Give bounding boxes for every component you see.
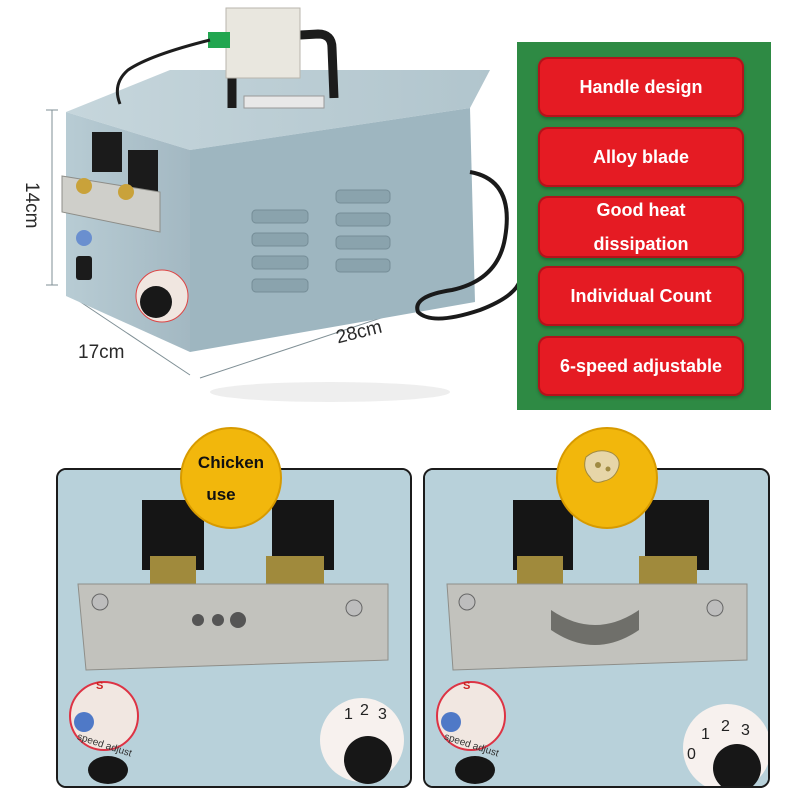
feature-badge-speed-adjustable: 6-speed adjustable [538,336,744,396]
dial-number: 0 [687,746,696,763]
dial-number: 2 [721,718,730,735]
depth-dimension-label: 17cm [78,342,125,363]
dial-number: 1 [344,706,353,723]
callout-line: use [206,485,236,504]
callout-line: Chicken [197,453,265,472]
feature-badge-individual-count: Individual Count [538,266,744,326]
feature-label: 6-speed adjustable [559,356,723,376]
feature-label: Individual Count [570,286,712,306]
meat-piece-icon [584,450,620,483]
dial-number: 3 [741,722,750,739]
feature-label: Good heat dissipation [593,200,689,254]
dial-number: 3 [378,706,387,723]
speed-mode-label: S [463,680,471,692]
product-photo: 14cm 17cm 28cm [0,0,522,420]
feature-label: Handle design [579,77,703,97]
feature-badge-handle-design: Handle design [538,57,744,117]
detail-photo-open: S speed adjust 0 1 2 3 [423,468,770,788]
feature-badge-heat-dissipation: Good heat dissipation [538,196,744,258]
dial-number: 1 [701,726,710,743]
feature-label: Alloy blade [592,147,690,167]
chicken-use-callout: Chicken use [180,427,282,529]
side-panel [190,108,475,352]
feature-badge-alloy-blade: Alloy blade [538,127,744,187]
machine-illustration [46,7,522,402]
speed-mode-label: S [96,680,104,692]
dial-number: 2 [360,702,369,719]
chicken-piece-callout [556,427,658,529]
feature-panel: Handle design Alloy blade Good heat diss… [517,42,771,410]
height-dimension-label: 14cm [21,182,42,229]
blade-closeup-illustration [425,470,768,786]
